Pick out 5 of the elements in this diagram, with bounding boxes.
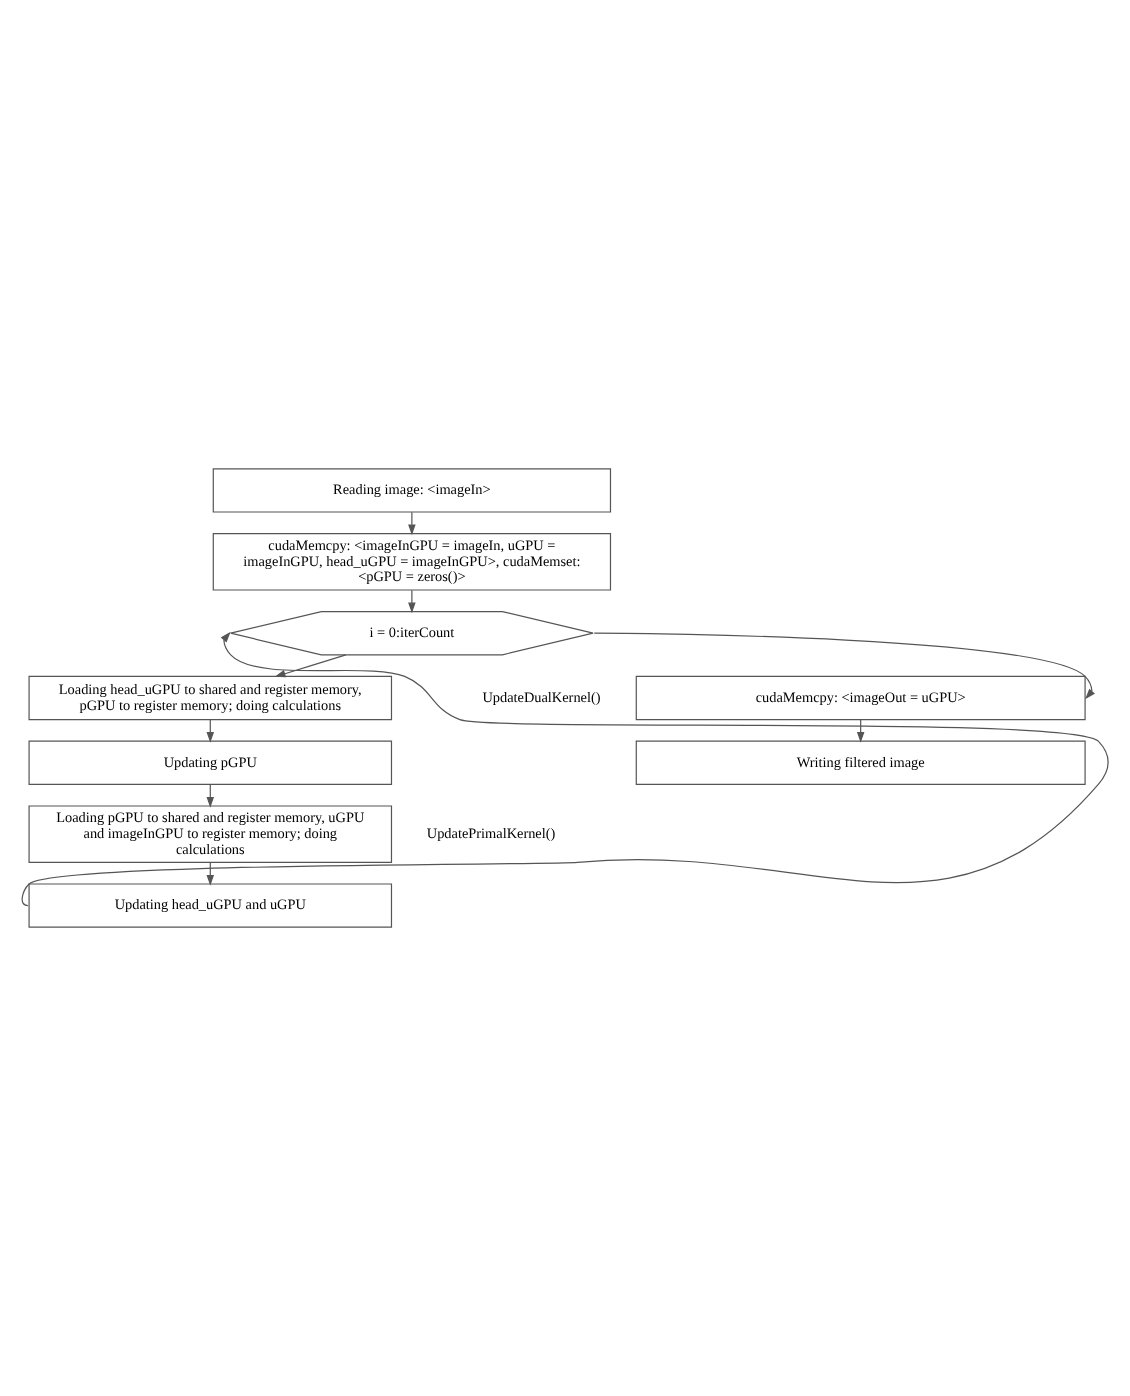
- arrow: [274, 654, 347, 678]
- arrow: [408, 589, 416, 614]
- arrow: [593, 632, 1096, 700]
- arrow: [408, 511, 416, 536]
- arrow: [21, 631, 1109, 907]
